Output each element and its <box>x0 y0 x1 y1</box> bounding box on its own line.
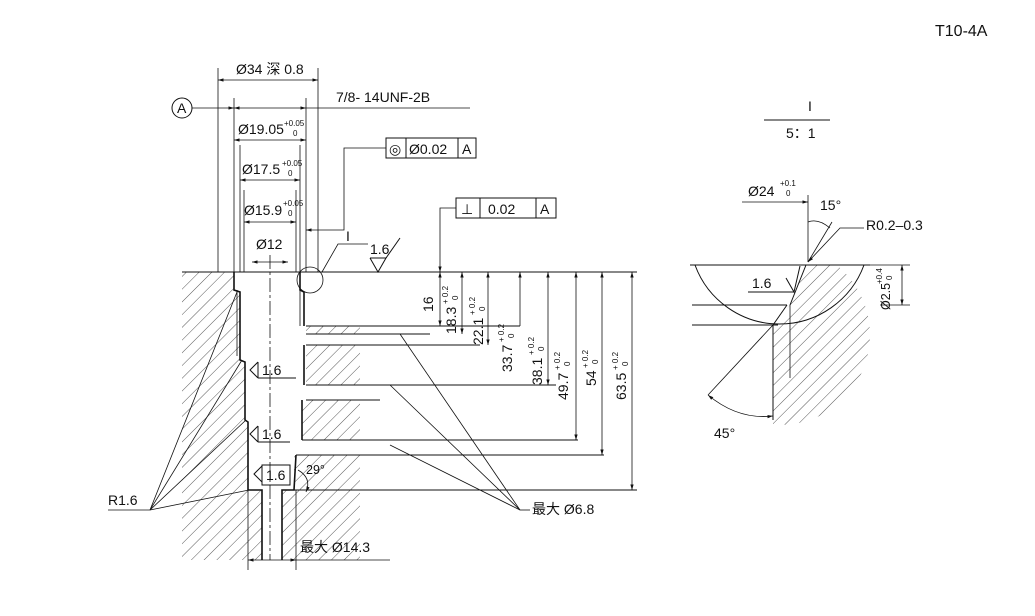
svg-text:1.6: 1.6 <box>266 467 286 483</box>
depth-38-1: 38.1 <box>529 358 545 385</box>
thread-label: 7/8- 14UNF-2B <box>336 89 430 105</box>
concentricity-symbol: ◎ <box>389 141 401 157</box>
depth-54: 54 <box>583 370 599 386</box>
perpendicularity-frame: ⊥ 0.02 A <box>438 197 557 272</box>
depth-22-1: 22.1 <box>470 318 486 345</box>
concentricity-tolerance: Ø0.02 <box>409 141 447 157</box>
surface-finish-1: 1.6 <box>249 361 296 379</box>
svg-text:0: 0 <box>478 306 487 311</box>
svg-text:0: 0 <box>451 295 460 300</box>
depth-18-3: 18.3 <box>443 307 459 334</box>
detail-view: I 5：1 Ø24 +0.1 0 15° R0.2–0.3 1.6 <box>690 98 923 441</box>
perpendicularity-datum: A <box>540 201 550 217</box>
svg-text:+ 0.2: + 0.2 <box>527 336 536 355</box>
svg-text:+0.4: +0.4 <box>875 268 884 284</box>
svg-text:1.6: 1.6 <box>262 362 282 378</box>
svg-text:+ 0.2: + 0.2 <box>468 296 477 315</box>
d2-value: Ø17.5 <box>242 161 280 177</box>
detail-diameter: Ø24 <box>748 183 775 199</box>
surface-finish-2: 1.6 <box>249 425 290 443</box>
max-port-label: 最大 Ø6.8 <box>532 501 594 517</box>
d1-lower: 0 <box>293 129 298 138</box>
d1-upper: +0.05 <box>284 119 305 128</box>
drawing-id: T10-4A <box>935 23 988 40</box>
main-section-view: Ø34 深 0.8 A 7/8- 14UNF-2B Ø19.05 +0.05 0… <box>108 61 637 570</box>
surface-finish-3: 1.6 <box>253 464 291 486</box>
depth-dimensions: 16 18.3 + 0.2 0 22.1 + 0.2 0 33.7 + 0.2 … <box>420 272 634 490</box>
svg-text:0: 0 <box>537 346 546 351</box>
d3-value: Ø15.9 <box>244 202 282 218</box>
depth-63-5: 63.5 <box>613 373 629 400</box>
svg-text:0: 0 <box>507 333 516 338</box>
svg-text:+ 0.2: + 0.2 <box>441 285 450 304</box>
d2-lower: 0 <box>288 169 293 178</box>
radius-label: R1.6 <box>108 492 138 508</box>
svg-text:0: 0 <box>591 359 600 364</box>
counterbore-label: Ø34 深 0.8 <box>236 61 304 77</box>
detail-angle-bottom: 45° <box>714 425 735 441</box>
svg-text:+ 0.2: + 0.2 <box>553 351 562 370</box>
svg-text:1.6: 1.6 <box>262 426 282 442</box>
svg-text:0: 0 <box>786 189 791 198</box>
detail-scale: 5：1 <box>786 125 816 141</box>
depth-16: 16 <box>420 296 436 312</box>
perpendicularity-symbol: ⊥ <box>461 201 473 217</box>
svg-text:+ 0.2: + 0.2 <box>611 351 620 370</box>
surface-finish-top: 1.6 <box>369 237 401 274</box>
svg-text:1.6: 1.6 <box>370 241 390 257</box>
svg-text:0: 0 <box>621 361 630 366</box>
detail-angle-top: 15° <box>820 197 841 213</box>
svg-text:0: 0 <box>563 361 572 366</box>
svg-text:+ 0.2: + 0.2 <box>581 349 590 368</box>
detail-depth: Ø2.5 <box>879 283 893 310</box>
max-bore-label: 最大 Ø14.3 <box>300 539 370 555</box>
svg-text:0: 0 <box>885 275 894 280</box>
d1-value: Ø19.05 <box>238 121 284 137</box>
detail-radius: R0.2–0.3 <box>866 217 923 233</box>
svg-text:+ 0.2: + 0.2 <box>497 323 506 342</box>
d3-upper: +0.05 <box>283 199 304 208</box>
hatched-material-left <box>182 272 262 560</box>
datum-a-label: A <box>177 100 187 116</box>
d4-value: Ø12 <box>256 236 283 252</box>
concentricity-datum: A <box>462 141 472 157</box>
detail-marker: I <box>346 228 350 244</box>
depth-49-7: 49.7 <box>555 373 571 400</box>
d3-lower: 0 <box>288 209 293 218</box>
svg-text:+0.1: +0.1 <box>780 179 796 188</box>
angle-29: 29° <box>306 463 325 477</box>
depth-33-7: 33.7 <box>499 345 515 372</box>
d2-upper: +0.05 <box>282 159 303 168</box>
perpendicularity-tolerance: 0.02 <box>488 201 515 217</box>
detail-title: I <box>808 98 812 114</box>
hatched-material-right <box>282 272 360 560</box>
concentricity-frame: ◎ Ø0.02 A <box>306 137 477 232</box>
detail-surface-finish: 1.6 <box>752 275 772 291</box>
